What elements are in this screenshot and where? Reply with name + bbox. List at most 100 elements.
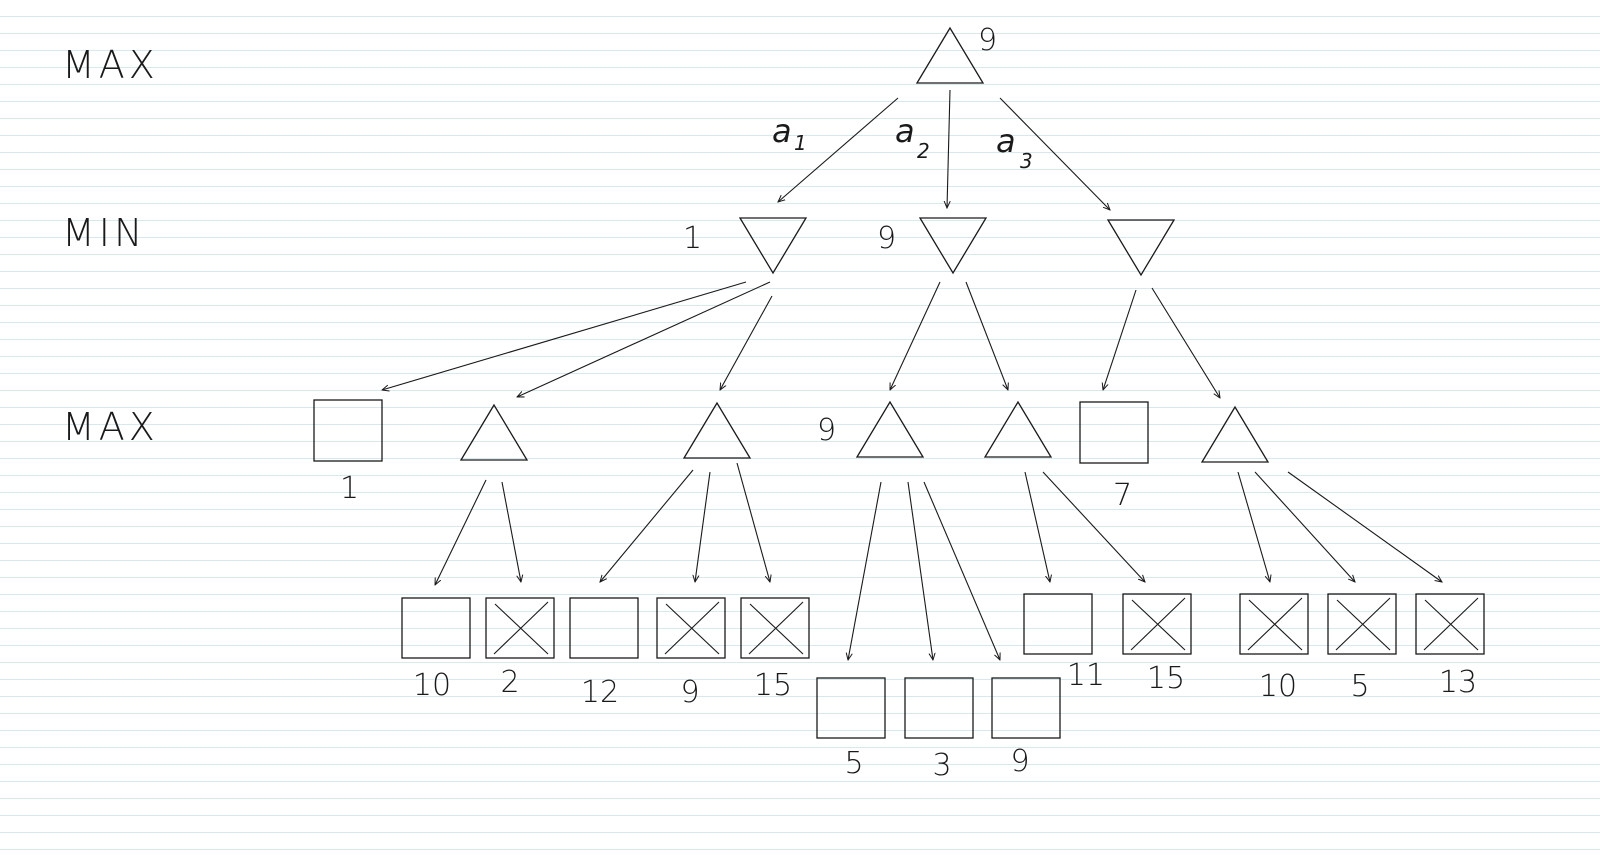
root-value: 9: [978, 23, 997, 58]
edge-n7-leaf11: [1237, 471, 1270, 582]
leaf-value: 15: [754, 668, 792, 703]
svg-text:a: a: [772, 112, 792, 150]
leaf-node-4: 9: [656, 597, 726, 710]
leaf-node-3: 12: [569, 597, 639, 710]
leaf-value: 9: [680, 675, 699, 710]
edge-n4-leaf7: [907, 481, 933, 660]
pruned-cross-mark: [1424, 599, 1479, 651]
edge-m3-n6: [1103, 289, 1137, 390]
leaf-value: 3: [932, 748, 951, 783]
min-node-1: [738, 217, 808, 275]
leaf-node-10: 15: [1122, 593, 1192, 696]
leaf-node-5: 15: [740, 597, 810, 703]
leaf-value: 11: [1067, 658, 1105, 693]
max-node-n4-value: 9: [817, 413, 836, 448]
pruned-cross-mark: [1336, 599, 1391, 651]
edge-n7-leaf12: [1254, 471, 1355, 582]
max-node-n7: [1200, 405, 1270, 463]
leaf-value: 10: [1259, 669, 1297, 704]
edge-n2-leaf1: [435, 479, 487, 585]
leaf-box: [904, 677, 974, 739]
leaf-box: [1122, 593, 1192, 655]
pruned-cross-mark: [665, 603, 720, 655]
edge-m2-n4: [890, 281, 941, 390]
edge-m3-n7: [1151, 287, 1220, 398]
min-node-1-value: 1: [683, 221, 702, 256]
leaf-value: 2: [500, 665, 519, 700]
svg-text:2: 2: [917, 139, 930, 163]
root-max-node: [915, 26, 985, 84]
max-node-n4: [855, 400, 925, 458]
pruned-cross-mark: [1131, 599, 1186, 651]
action-label-a3: a 3: [996, 122, 1033, 173]
pruned-cross-mark: [664, 601, 720, 655]
leaf-node-6: 5: [816, 677, 886, 781]
edge-n7-leaf13: [1287, 471, 1442, 582]
leaf-node-9: 11: [1023, 593, 1105, 693]
edge-m1-n1: [382, 281, 747, 390]
leaf-box: [1327, 593, 1397, 655]
edge-n4-leaf8: [923, 481, 1000, 660]
leaf-node-12: 5: [1327, 593, 1397, 704]
edge-root-m2: [947, 89, 950, 208]
terminal-node-n1-value: 1: [340, 471, 359, 506]
leaf-value: 15: [1147, 661, 1185, 696]
leaf-box: [1239, 593, 1309, 655]
pruned-cross-mark: [1247, 597, 1303, 651]
edge-m2-n5: [965, 281, 1008, 390]
pruned-cross-mark: [1423, 597, 1479, 651]
leaf-node-13: 13: [1415, 593, 1485, 700]
leaf-value: 5: [844, 746, 863, 781]
edge-root-m3: [999, 97, 1110, 210]
level-label-min: MIN: [62, 211, 146, 255]
edge-n2-leaf2: [501, 481, 521, 582]
pruned-cross-mark: [493, 601, 549, 655]
edge-n5-leaf10: [1042, 471, 1145, 582]
leaf-box: [740, 597, 810, 659]
leaf-value: 12: [581, 675, 619, 710]
pruned-cross-mark: [1335, 597, 1391, 651]
max-node-n2: [459, 403, 529, 461]
leaf-box: [1023, 593, 1093, 655]
leaf-node-8: 9: [991, 677, 1061, 779]
pruned-cross-mark: [494, 603, 549, 655]
leaf-value: 5: [1350, 669, 1369, 704]
leaf-node-11: 10: [1239, 593, 1309, 704]
svg-text:3: 3: [1020, 149, 1033, 173]
svg-text:a: a: [895, 112, 915, 150]
edge-n5-leaf9: [1024, 471, 1050, 582]
leaf-box: [816, 677, 886, 739]
leaf-node-2: 2: [485, 597, 555, 700]
leaf-node-7: 3: [904, 677, 974, 783]
leaf-box: [485, 597, 555, 659]
svg-text:1: 1: [794, 131, 807, 155]
leaf-box: [569, 597, 639, 659]
level-label-max-bottom: MAX: [62, 405, 159, 449]
terminal-node-n6: [1079, 401, 1149, 464]
max-node-n5: [983, 400, 1053, 458]
pruned-cross-mark: [749, 603, 804, 655]
edge-n3-leaf4: [695, 471, 711, 582]
leaf-box: [1415, 593, 1485, 655]
leaf-box: [991, 677, 1061, 739]
min-node-2-value: 9: [877, 221, 896, 256]
terminal-node-n1: [313, 399, 383, 462]
leaf-nodes: 10 2 12 9 15 5 3 9 11 15 10 5 13: [401, 593, 1485, 783]
leaf-value: 13: [1439, 665, 1477, 700]
leaf-box: [401, 597, 471, 659]
max-node-n3: [682, 401, 752, 459]
edge-m1-n3: [720, 295, 773, 390]
level-label-max-top: MAX: [62, 43, 159, 87]
terminal-node-n6-value: 7: [1113, 478, 1132, 513]
action-label-a2: a 2: [895, 112, 930, 163]
min-node-3: [1106, 219, 1176, 277]
edge-n4-leaf6: [848, 481, 882, 660]
svg-text:a: a: [996, 122, 1016, 160]
min-node-2: [918, 217, 988, 275]
pruned-cross-mark: [1130, 597, 1186, 651]
leaf-node-1: 10: [401, 597, 471, 703]
leaf-value: 10: [413, 668, 451, 703]
leaf-value: 9: [1010, 744, 1029, 779]
edge-n3-leaf3: [600, 469, 694, 582]
